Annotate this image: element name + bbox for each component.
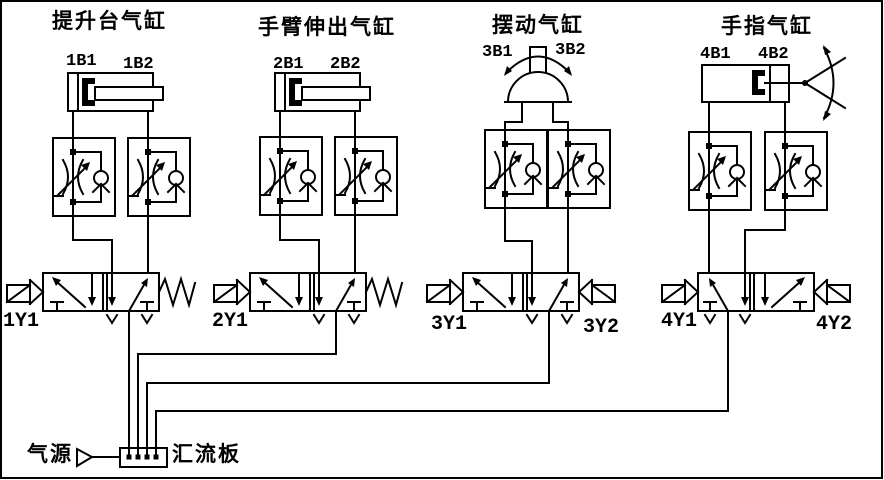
flow-valve-3a-symbol[interactable] [484,129,548,209]
valve-2-spring-icon [365,278,403,306]
circuit-1-title: 提升台气缸 [52,10,167,33]
manifold-label: 汇流板 [172,443,241,466]
valve-2-solenoid-icon[interactable] [213,279,251,305]
manifold-symbol[interactable] [119,447,168,468]
solenoid-label-1y1: 1Y1 [3,310,40,333]
air-source-symbol[interactable] [76,447,121,468]
air-source-label: 气源 [27,443,73,466]
valve-3-solenoid-right-icon[interactable] [578,279,616,305]
sensor-label-1b2: 1B2 [123,55,154,74]
sensor-label-4b2: 4B2 [758,45,789,64]
valve-3-solenoid-left-icon[interactable] [426,279,464,305]
flow-valve-4a-symbol[interactable] [688,131,752,211]
sensor-label-4b1: 4B1 [700,45,731,64]
solenoid-label-2y1: 2Y1 [212,310,249,333]
solenoid-label-3y1: 3Y1 [431,313,468,336]
flow-valve-1a-symbol[interactable] [52,137,116,217]
valve-3-body-symbol[interactable] [462,272,580,324]
valve-1-spring-icon [158,278,196,306]
valve-4-solenoid-left-icon[interactable] [661,279,699,305]
solenoid-label-3y2: 3Y2 [583,316,620,339]
flow-valve-1b-symbol[interactable] [127,137,191,217]
sensor-label-2b1: 2B1 [273,55,304,74]
cylinder-2-arm-symbol[interactable] [274,72,371,112]
gripper-cylinder-4-symbol[interactable] [701,45,847,121]
valve-4-body-symbol[interactable] [697,272,815,324]
cylinder-1-lift-symbol[interactable] [67,72,164,112]
circuit-4-title: 手指气缸 [721,15,813,38]
circuit-3-title: 摆动气缸 [492,14,584,37]
solenoid-label-4y1: 4Y1 [661,310,698,333]
flow-valve-2a-symbol[interactable] [259,136,323,216]
valve-4-solenoid-right-icon[interactable] [813,279,851,305]
circuit-2-title: 手臂伸出气缸 [258,16,396,39]
sensor-label-3b2: 3B2 [555,41,586,60]
valve-2-body-symbol[interactable] [249,272,367,324]
sensor-label-2b2: 2B2 [330,55,361,74]
flow-valve-2b-symbol[interactable] [334,136,398,216]
valve-1-body-symbol[interactable] [42,272,160,324]
swing-actuator-3-symbol[interactable] [504,46,572,104]
sensor-label-3b1: 3B1 [482,43,513,62]
flow-valve-4b-symbol[interactable] [764,131,828,211]
solenoid-label-4y2: 4Y2 [816,313,853,336]
flow-valve-3b-symbol[interactable] [547,129,611,209]
sensor-label-1b1: 1B1 [66,52,97,71]
valve-1-solenoid-icon[interactable] [6,279,44,305]
